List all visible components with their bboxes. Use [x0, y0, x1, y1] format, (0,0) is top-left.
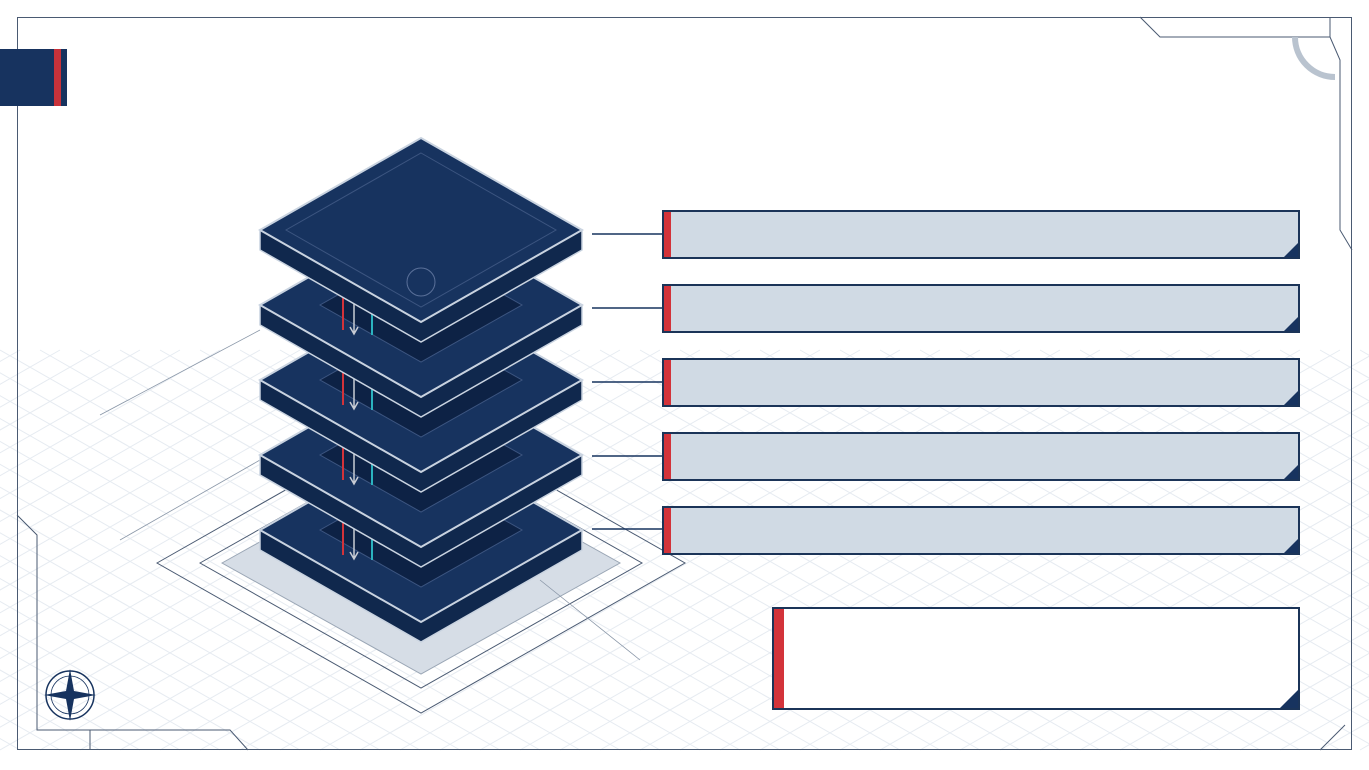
- title-marker-accent: [54, 49, 61, 106]
- grid-line: [1359, 744, 1369, 751]
- corner-ruler-top-right: [1139, 16, 1353, 251]
- compass-rose-icon: [44, 669, 96, 721]
- slide-frame: [17, 17, 1352, 750]
- grid-line: [0, 555, 341, 751]
- grid-line: [0, 349, 341, 545]
- summary-box[interactable]: [772, 607, 1300, 710]
- grid-line: [0, 349, 141, 431]
- grid-line: [0, 600, 261, 751]
- grid-line: [0, 349, 301, 523]
- grid-line: [1359, 349, 1369, 356]
- layer-label-box-2[interactable]: [662, 284, 1300, 333]
- corner-notch: [1280, 690, 1298, 708]
- layer-stack: [257, 136, 585, 643]
- grid-line: [1159, 349, 1369, 471]
- grid-line: [0, 577, 301, 751]
- accent-bar: [664, 508, 671, 553]
- layer-label-box-4[interactable]: [662, 432, 1300, 481]
- grid-line: [1199, 652, 1369, 751]
- grid-line: [0, 349, 261, 500]
- grid-line: [1239, 349, 1369, 425]
- layer-label-box-1[interactable]: [662, 210, 1300, 259]
- grid-line: [0, 646, 181, 751]
- connector-lines: [592, 233, 662, 530]
- accent-bar: [664, 212, 671, 257]
- layer-label-box-3[interactable]: [662, 358, 1300, 407]
- grid-line: [1199, 349, 1369, 448]
- layer-label-box-5[interactable]: [662, 506, 1300, 555]
- grid-line: [0, 349, 181, 454]
- grid-line: [1239, 675, 1369, 751]
- corner-notch: [1284, 539, 1298, 553]
- corner-ruler-bottom-left: [16, 514, 1346, 751]
- compass-rose-icon: [406, 267, 436, 297]
- grid-line: [1119, 349, 1369, 493]
- grid-line: [0, 669, 141, 751]
- corner-notch: [1284, 317, 1298, 331]
- accent-bar: [774, 609, 784, 708]
- corner-notch: [1284, 243, 1298, 257]
- grid-line: [279, 349, 981, 751]
- grid-line: [1039, 349, 1369, 539]
- grid-line: [0, 349, 221, 477]
- corner-notch: [1284, 465, 1298, 479]
- accent-bar: [664, 286, 671, 331]
- corner-notch: [1284, 391, 1298, 405]
- grid-line: [0, 623, 221, 751]
- accent-bar: [664, 434, 671, 479]
- stack-layer-1: [257, 136, 585, 343]
- grid-line: [0, 349, 381, 568]
- accent-bar: [664, 360, 671, 405]
- grid-line: [1079, 349, 1369, 516]
